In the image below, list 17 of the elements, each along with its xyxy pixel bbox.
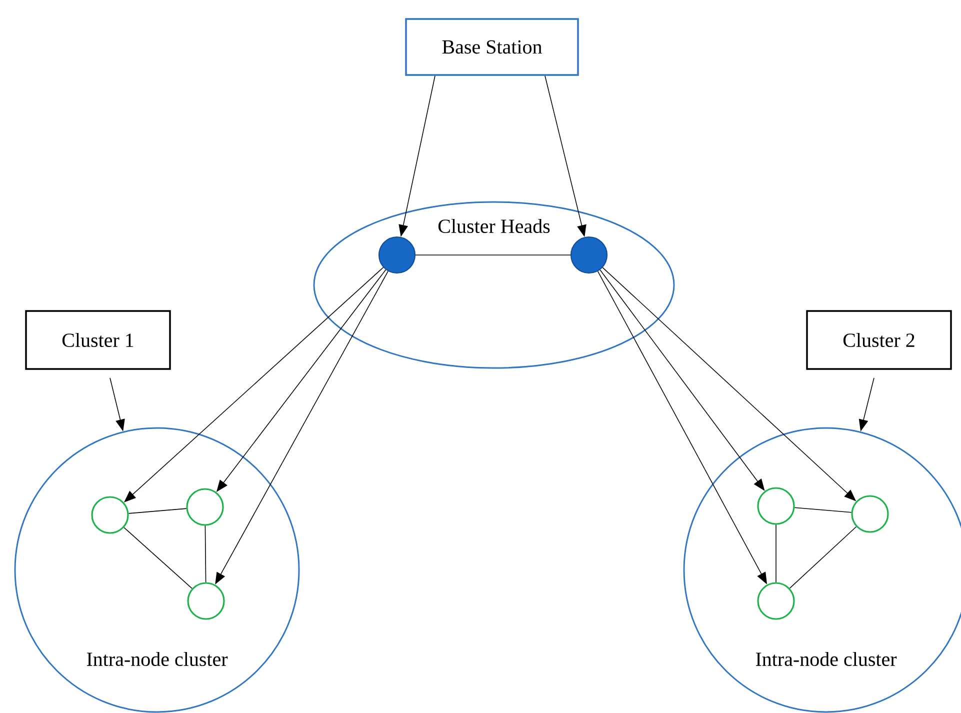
node-circle [378, 236, 416, 274]
label-box: Base Station [405, 18, 579, 76]
node-circle [757, 582, 795, 620]
link-line [415, 254, 571, 256]
link-line [789, 526, 857, 589]
node-circle [187, 582, 225, 620]
link-line [204, 525, 206, 583]
node-circle [757, 487, 795, 525]
node-circle [186, 488, 224, 526]
label-box: Cluster 2 [806, 310, 952, 370]
link-line [794, 507, 852, 513]
link-line [128, 508, 187, 514]
label-box: Cluster 1 [25, 310, 171, 370]
node-circle [91, 496, 129, 534]
node-circle [570, 236, 608, 274]
node-circle [851, 495, 889, 533]
link-line [124, 527, 192, 589]
